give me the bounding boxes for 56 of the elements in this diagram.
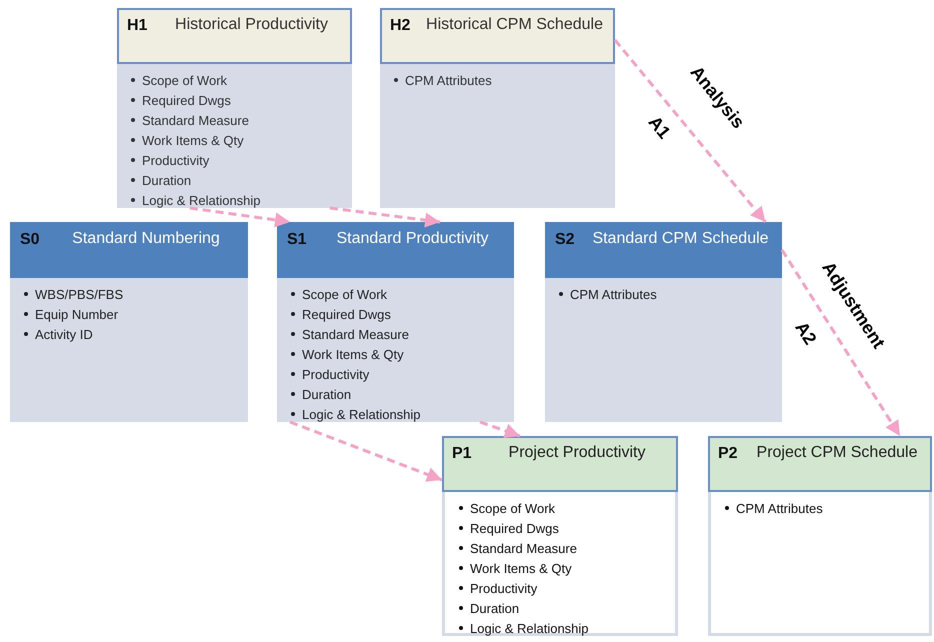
bullet-item: Required Dwgs: [302, 306, 391, 322]
stage-card: [708, 436, 932, 636]
bullet-item: CPM Attributes: [736, 500, 823, 516]
bullet-item: Productivity: [142, 152, 210, 168]
bullet-item: Scope of Work: [142, 72, 228, 88]
bullet-item: Duration: [470, 600, 520, 616]
card-title: Standard Productivity: [335, 229, 490, 249]
bullet-item: Standard Measure: [470, 540, 577, 556]
card-title: Project CPM Schedule: [756, 443, 918, 463]
bullet-item: Scope of Work: [470, 500, 556, 516]
bullet-item: CPM Attributes: [570, 286, 657, 302]
card-title: Standard Numbering: [71, 229, 221, 249]
bullet-item: Required Dwgs: [470, 520, 559, 536]
step-code: A1: [644, 112, 674, 144]
dashed-arrow: [480, 420, 520, 438]
bullet-item: Work Items & Qty: [142, 132, 244, 148]
dashed-arrow: [614, 39, 767, 223]
card-title: Historical Productivity: [174, 15, 329, 35]
stage-card: [380, 8, 615, 208]
bullet-item: Logic & Relationship: [142, 192, 261, 208]
bullet-item: Logic & Relationship: [302, 406, 421, 422]
bullet-item: Required Dwgs: [142, 92, 231, 108]
bullet-item: Standard Measure: [142, 112, 249, 128]
dashed-arrow: [290, 420, 443, 482]
card-id: H2: [390, 17, 410, 35]
bullet-item: Duration: [142, 172, 192, 188]
card-title: Historical CPM Schedule: [425, 15, 604, 35]
card-id: S2: [555, 231, 575, 249]
bullet-item: Work Items & Qty: [302, 346, 404, 362]
bullet-item: Productivity: [470, 580, 538, 596]
card-id: H1: [127, 17, 148, 35]
stage-card: [117, 8, 352, 208]
card-id: S0: [20, 231, 40, 249]
stage-card: [277, 222, 514, 422]
card-id: S1: [287, 231, 307, 249]
bullet-item: Logic & Relationship: [470, 620, 589, 636]
bullet-item: Activity ID: [35, 326, 93, 342]
card-id: P2: [718, 445, 738, 463]
card-title: Standard CPM Schedule: [591, 229, 770, 249]
stage-card: [10, 222, 248, 422]
bullet-item: Productivity: [302, 366, 370, 382]
stage-card: [545, 222, 782, 422]
bullet-item: WBS/PBS/FBS: [35, 286, 124, 302]
bullet-item: Work Items & Qty: [470, 560, 572, 576]
bullet-item: Duration: [302, 386, 352, 402]
bullet-item: Scope of Work: [302, 286, 388, 302]
stage-card: [442, 436, 678, 636]
bullet-item: Equip Number: [35, 306, 118, 322]
card-id: P1: [452, 445, 472, 463]
bullet-item: CPM Attributes: [405, 72, 492, 88]
card-title: Project Productivity: [508, 443, 646, 463]
step-code: A2: [790, 318, 821, 349]
bullet-item: Standard Measure: [302, 326, 409, 342]
dashed-arrow: [780, 249, 902, 437]
dashed-arrow: [330, 206, 440, 228]
dashed-arrow: [190, 206, 290, 228]
